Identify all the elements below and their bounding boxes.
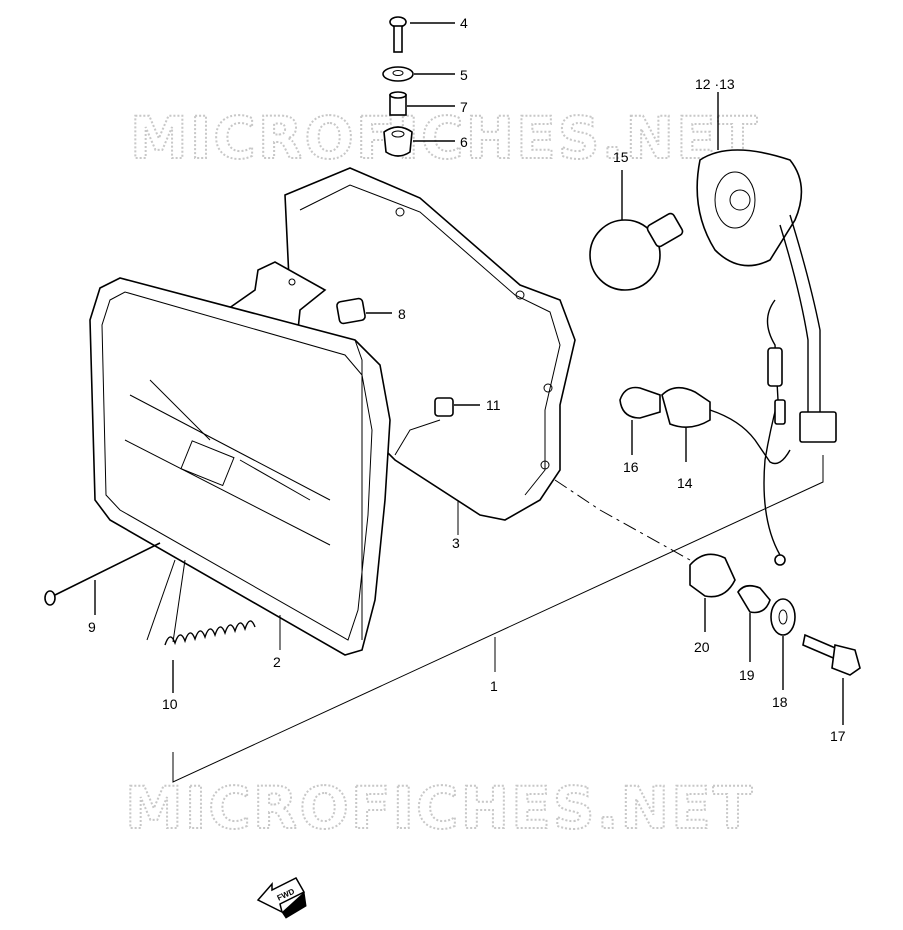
- washer-18: [770, 598, 796, 690]
- callout-7: 7: [460, 99, 468, 115]
- bulb-16: [619, 386, 661, 455]
- callout-19: 19: [739, 667, 755, 683]
- callout-17: 17: [830, 728, 846, 744]
- grommet-6: [383, 126, 455, 157]
- leader-lines: [146, 500, 459, 650]
- callout-labels: 1 2 3 4 5 6 7 8 9 10 11 12 ·13 14 15 16 …: [88, 15, 846, 744]
- assembly-bracket: [172, 455, 824, 783]
- callout-16: 16: [623, 459, 639, 475]
- callout-4: 4: [460, 15, 468, 31]
- callout-12-13: 12 ·13: [695, 76, 735, 92]
- collar-19: [737, 584, 771, 662]
- watermark-top: MICROFICHES.NET: [130, 104, 759, 172]
- callout-14: 14: [677, 475, 693, 491]
- callout-6: 6: [460, 134, 468, 150]
- callout-18: 18: [772, 694, 788, 710]
- callout-9: 9: [88, 619, 96, 635]
- adjusting-screw-9: [44, 542, 161, 615]
- watermark-bottom: MICROFICHES.NET: [125, 774, 754, 842]
- nut-11: [434, 397, 480, 417]
- socket-12-13: [696, 92, 837, 566]
- headlamp-lens-unit: [89, 277, 391, 656]
- spring-10: [164, 620, 256, 693]
- grommet-20: [554, 479, 736, 632]
- socket-14: [661, 386, 791, 465]
- callout-10: 10: [162, 696, 178, 712]
- washer-5: [382, 66, 455, 82]
- callout-15: 15: [613, 149, 629, 165]
- forward-arrow-icon: FWD: [256, 877, 307, 919]
- screw-4: [389, 16, 455, 53]
- callout-11: 11: [486, 397, 501, 413]
- callout-8: 8: [398, 306, 406, 322]
- callout-5: 5: [460, 67, 468, 83]
- collar-7: [389, 91, 455, 116]
- callout-2: 2: [273, 654, 281, 670]
- callout-1: 1: [490, 678, 498, 694]
- bulb-15: [589, 170, 684, 291]
- nut-8: [336, 297, 392, 325]
- callout-20: 20: [694, 639, 710, 655]
- bolt-17: [802, 633, 861, 725]
- callout-3: 3: [452, 535, 460, 551]
